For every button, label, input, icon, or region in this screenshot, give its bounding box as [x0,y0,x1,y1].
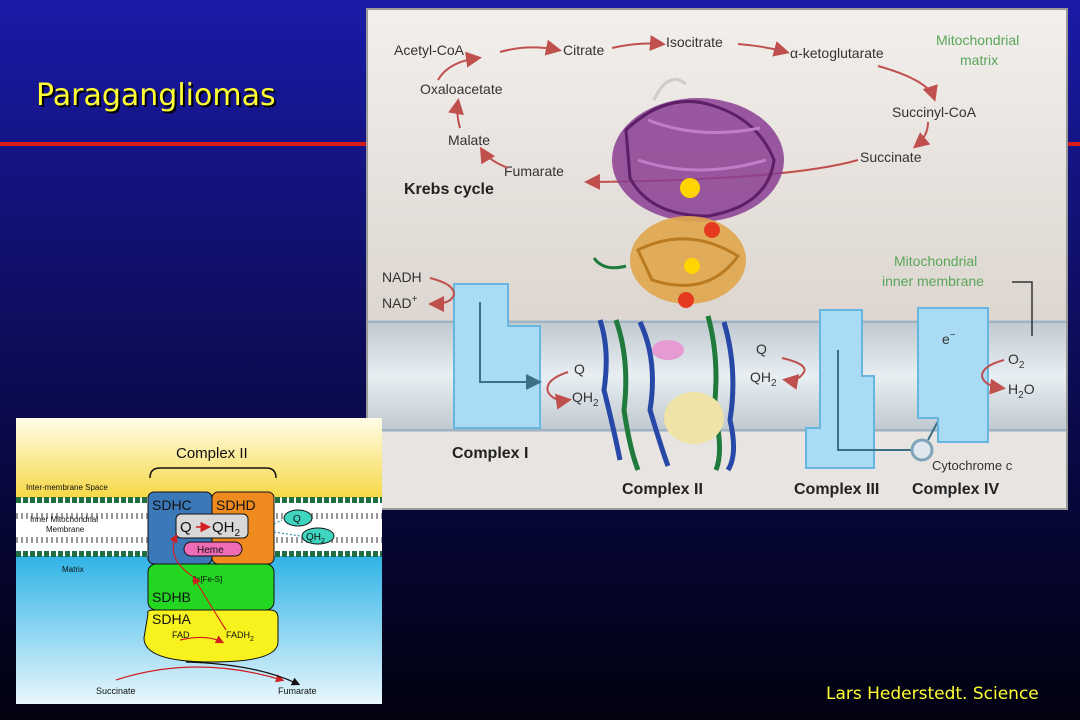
membrane-label-a: Inner Mitochondrial [30,515,98,524]
krebs-succinate: Succinate [860,149,922,165]
h2o-label: H2O [1008,381,1035,401]
sdhd-label: SDHD [216,497,256,513]
complex-i-q: Q [574,361,585,377]
matrix-label: Matrix [62,565,84,574]
sdhb-label: SDHB [152,589,191,605]
complex-iv-label: Complex IV [912,481,999,498]
krebs-succinylcoa: Succinyl-CoA [892,104,977,120]
complex-iv-shape [917,307,989,443]
q-site-box [175,513,249,539]
krebs-isocitrate: Isocitrate [666,34,723,50]
complex-iii-shape [805,309,875,469]
source-credit: Lars Hederstedt. Science [826,684,1039,704]
membrane-label-b: Membrane [46,525,85,534]
respiratory-chain-svg: Acetyl-CoA Citrate Isocitrate α-ketoglut… [368,10,1066,508]
krebs-cycle-label: Krebs cycle [404,181,494,198]
sdha-label: SDHA [152,611,192,627]
fes-label: 3x[Fe-S] [192,575,222,584]
nad-label: NAD+ [382,294,418,311]
membrane-label-2: inner membrane [882,273,984,289]
o2-label: O2 [1008,351,1025,371]
complex-i-shape [453,283,541,429]
krebs-acetylcoa: Acetyl-CoA [394,42,465,58]
sdha-block [143,609,279,663]
fadh2-label: FADH2 [226,630,254,643]
free-qh2-label: QH2 [306,532,325,545]
complex-i-label: Complex I [452,445,528,462]
complex-i-qh2: QH2 [572,389,599,409]
krebs-malate: Malate [448,132,490,148]
complex-ii-schematic-svg: Complex II Inter-membrane Space Inner Mi… [16,418,382,704]
slide-title: Paragangliomas [36,78,276,113]
cytochrome-c-label: Cytochrome c [932,458,1013,473]
matrix-label-1: Mitochondrial [936,32,1019,48]
fad-label: FAD [172,630,190,640]
membrane-label-1: Mitochondrial [894,253,977,269]
sdhc-label: SDHC [152,497,192,513]
matrix-label-2: matrix [960,52,998,68]
complex-iii-label: Complex III [794,481,879,498]
complex-ii-label: Complex II [622,481,703,498]
q-site-qh2: QH2 [212,519,241,539]
free-q-label: Q [293,514,301,525]
schematic-title: Complex II [176,445,248,462]
krebs-alpha-kg: α-ketoglutarate [790,45,884,61]
free-q-ellipse [283,509,313,527]
complex-iii-q: Q [756,341,767,357]
free-qh2-ellipse [301,527,335,545]
cytochrome-c-marker [910,438,934,462]
krebs-citrate: Citrate [563,42,604,58]
complex-iii-qh2: QH2 [750,369,777,389]
heme-box [183,541,243,557]
fumarate-label: Fumarate [278,686,317,696]
succinate-label: Succinate [96,686,136,696]
q-site-q: Q [180,519,192,536]
complex-ii-schematic: Complex II Inter-membrane Space Inner Mi… [16,418,382,704]
ims-label: Inter-membrane Space [26,483,108,492]
nadh-label: NADH [382,269,422,285]
respiratory-chain-figure: Acetyl-CoA Citrate Isocitrate α-ketoglut… [366,8,1068,510]
complex-ii-protein [592,78,784,472]
krebs-oxaloacetate: Oxaloacetate [420,81,503,97]
krebs-fumarate: Fumarate [504,163,564,179]
heme-label: Heme [197,545,224,556]
electron-label: e− [942,330,956,347]
